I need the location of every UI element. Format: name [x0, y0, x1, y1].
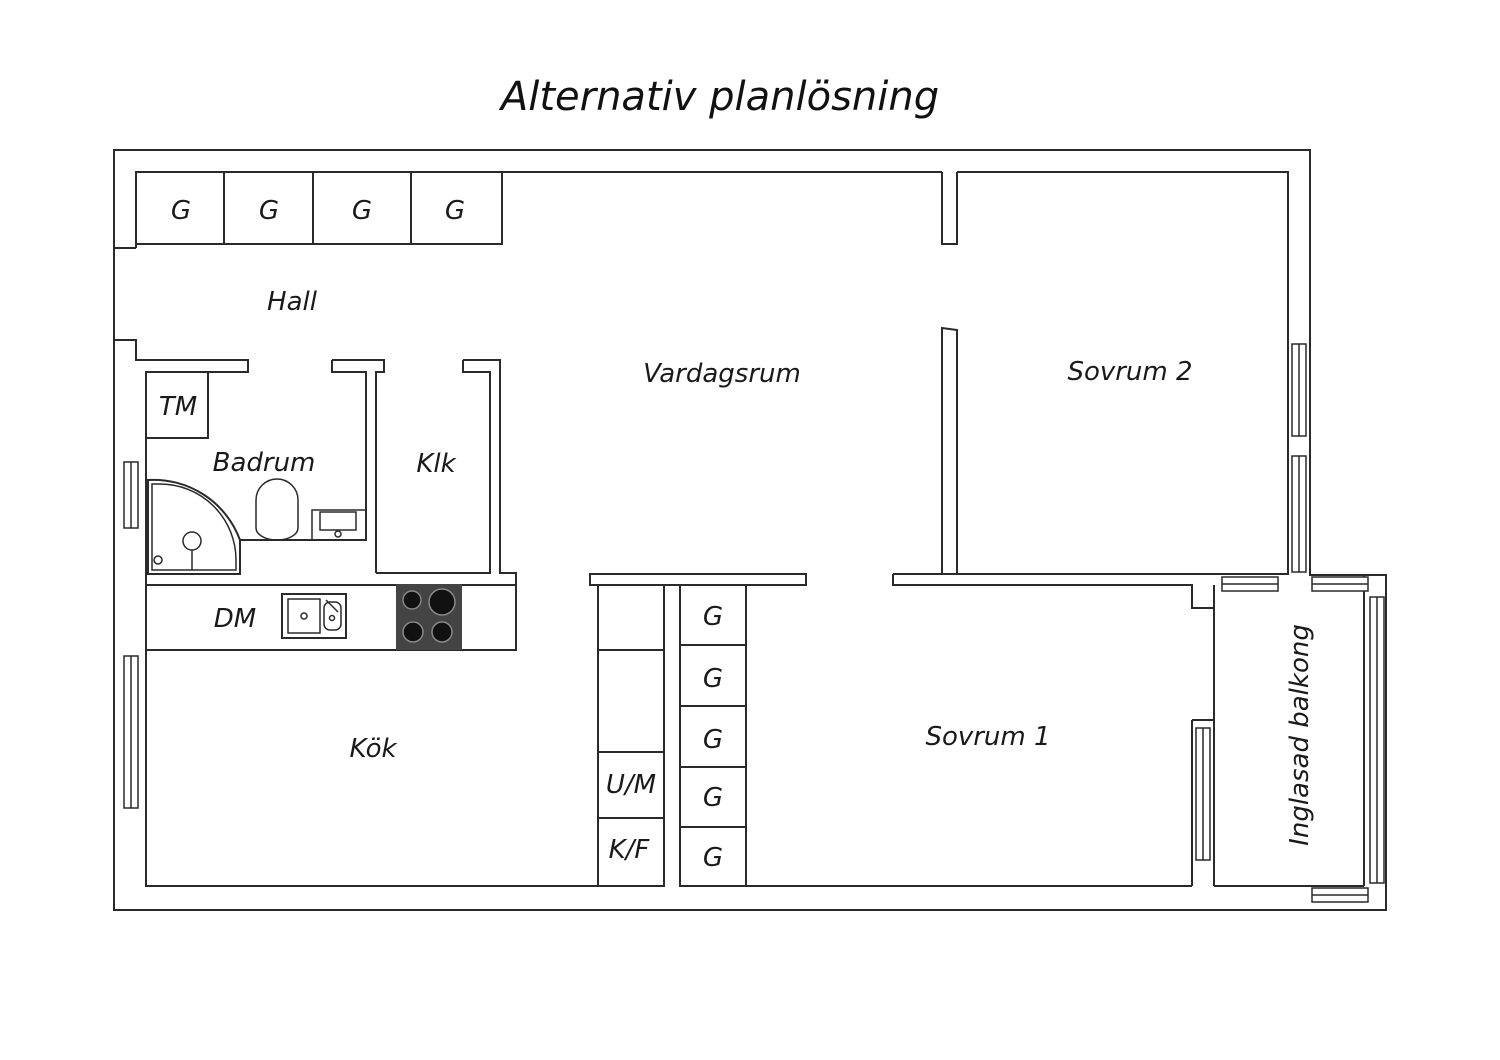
washer-label: TM [159, 392, 197, 422]
wardrobe-label: G [703, 725, 723, 755]
bathroom-fixtures: TM [145, 371, 367, 575]
room-inglasad-balkong: Inglasad balkong [1285, 624, 1315, 846]
wardrobe-label: G [352, 196, 372, 226]
kitchen-sink-icon [281, 593, 347, 639]
room-vardagsrum: Vardagsrum [643, 359, 801, 389]
wardrobe-label: G [445, 196, 465, 226]
wardrobe-label: G [703, 843, 723, 873]
sink-icon [311, 509, 367, 541]
wardrobe-label: G [171, 196, 191, 226]
wardrobe-label: G [703, 602, 723, 632]
oven-label: U/M [606, 770, 656, 800]
wardrobes-side: G G G G G [679, 584, 747, 887]
room-sovrum-1: Sovrum 1 [925, 722, 1050, 752]
wardrobe-label: G [703, 664, 723, 694]
shower-icon [147, 478, 241, 575]
outer-walls [113, 149, 1387, 911]
room-klk: Klk [416, 449, 456, 479]
kitchen-counter: DM [145, 584, 517, 651]
windows [123, 343, 1385, 903]
dishwasher-label: DM [214, 604, 256, 634]
interior-walls [240, 172, 1288, 886]
room-hall: Hall [267, 287, 318, 317]
room-badrum: Badrum [213, 448, 316, 478]
plan-title: Alternativ planlösning [498, 74, 939, 120]
wardrobes-top: G G G G [135, 171, 503, 245]
fridge-label: K/F [609, 835, 651, 865]
room-labels: Hall Vardagsrum Sovrum 2 Badrum Klk Kök … [213, 287, 1315, 846]
wardrobe-label: G [259, 196, 279, 226]
toilet-icon [255, 478, 299, 541]
room-sovrum-2: Sovrum 2 [1067, 357, 1192, 387]
stove-icon [396, 584, 462, 650]
room-kok: Kök [349, 734, 397, 764]
kitchen-tall-units: U/M K/F [597, 584, 665, 887]
wardrobe-label: G [703, 783, 723, 813]
